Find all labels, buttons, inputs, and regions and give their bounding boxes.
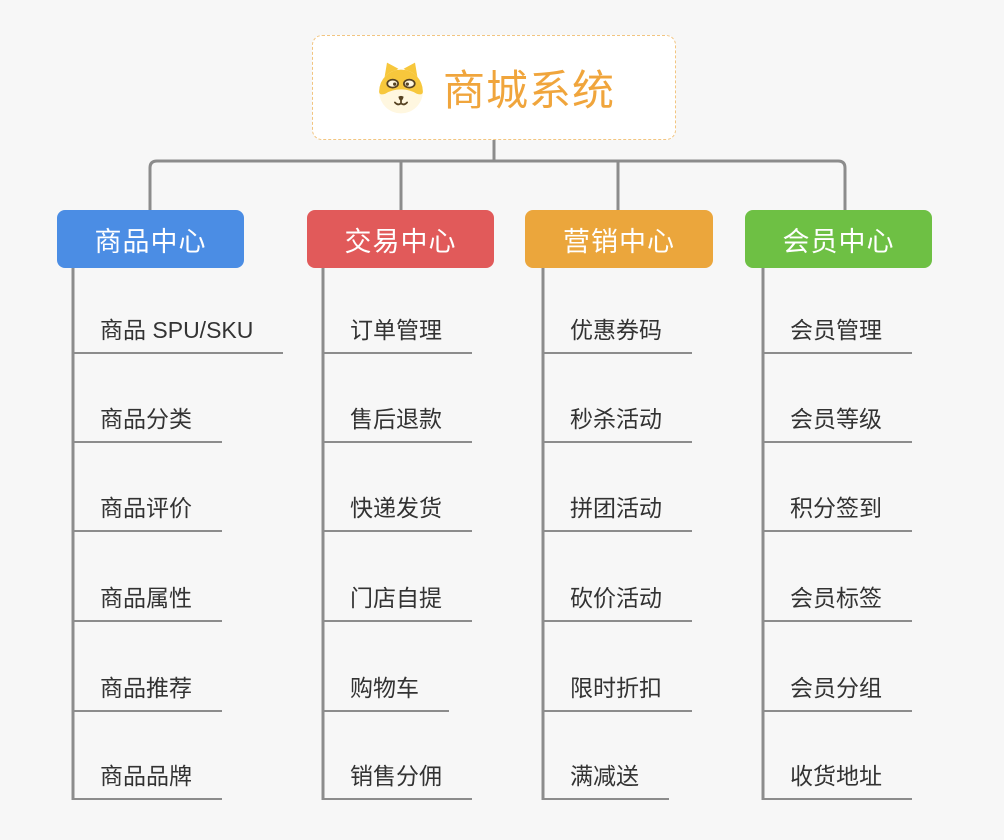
mindmap-root-node[interactable]: 商城系统	[312, 35, 676, 140]
mindmap-leaf[interactable]: 商品推荐	[73, 673, 222, 712]
mindmap-leaf[interactable]: 会员管理	[763, 315, 912, 354]
mindmap-leaf[interactable]: 商品 SPU/SKU	[73, 315, 284, 354]
mindmap-leaf[interactable]: 收货地址	[763, 761, 912, 800]
mindmap-leaf[interactable]: 砍价活动	[543, 583, 692, 622]
mindmap-leaf[interactable]: 会员分组	[763, 673, 912, 712]
dog-face-icon	[379, 62, 423, 113]
mindmap-leaf[interactable]: 商品属性	[73, 583, 222, 622]
mindmap-leaf[interactable]: 购物车	[323, 673, 449, 712]
mindmap-leaf[interactable]: 商品评价	[73, 493, 222, 532]
branch-node-product-center[interactable]: 商品中心	[57, 210, 244, 268]
mindmap-leaf[interactable]: 销售分佣	[323, 761, 472, 800]
branch-node-trade-center[interactable]: 交易中心	[307, 210, 494, 268]
mindmap-leaf[interactable]: 售后退款	[323, 404, 472, 443]
mindmap-leaf[interactable]: 快递发货	[323, 493, 472, 532]
branch-node-marketing-center[interactable]: 营销中心	[525, 210, 713, 268]
mindmap-leaf[interactable]: 商品分类	[73, 404, 222, 443]
mindmap-leaf[interactable]: 限时折扣	[543, 673, 692, 712]
mindmap-leaf[interactable]: 积分签到	[763, 493, 912, 532]
mindmap-leaf[interactable]: 拼团活动	[543, 493, 692, 532]
mindmap-leaf[interactable]: 秒杀活动	[543, 404, 692, 443]
branch-connector-line	[148, 159, 847, 210]
mindmap-leaf[interactable]: 优惠券码	[543, 315, 692, 354]
mindmap-leaf[interactable]: 商品品牌	[73, 761, 222, 800]
mindmap-leaf[interactable]: 会员等级	[763, 404, 912, 443]
root-title: 商城系统	[442, 67, 615, 114]
mindmap-leaf[interactable]: 满减送	[543, 761, 669, 800]
mindmap-leaf[interactable]: 门店自提	[323, 583, 472, 622]
mindmap-leaf[interactable]: 订单管理	[323, 315, 472, 354]
branch-node-member-center[interactable]: 会员中心	[745, 210, 932, 268]
mindmap-leaf[interactable]: 会员标签	[763, 583, 912, 622]
